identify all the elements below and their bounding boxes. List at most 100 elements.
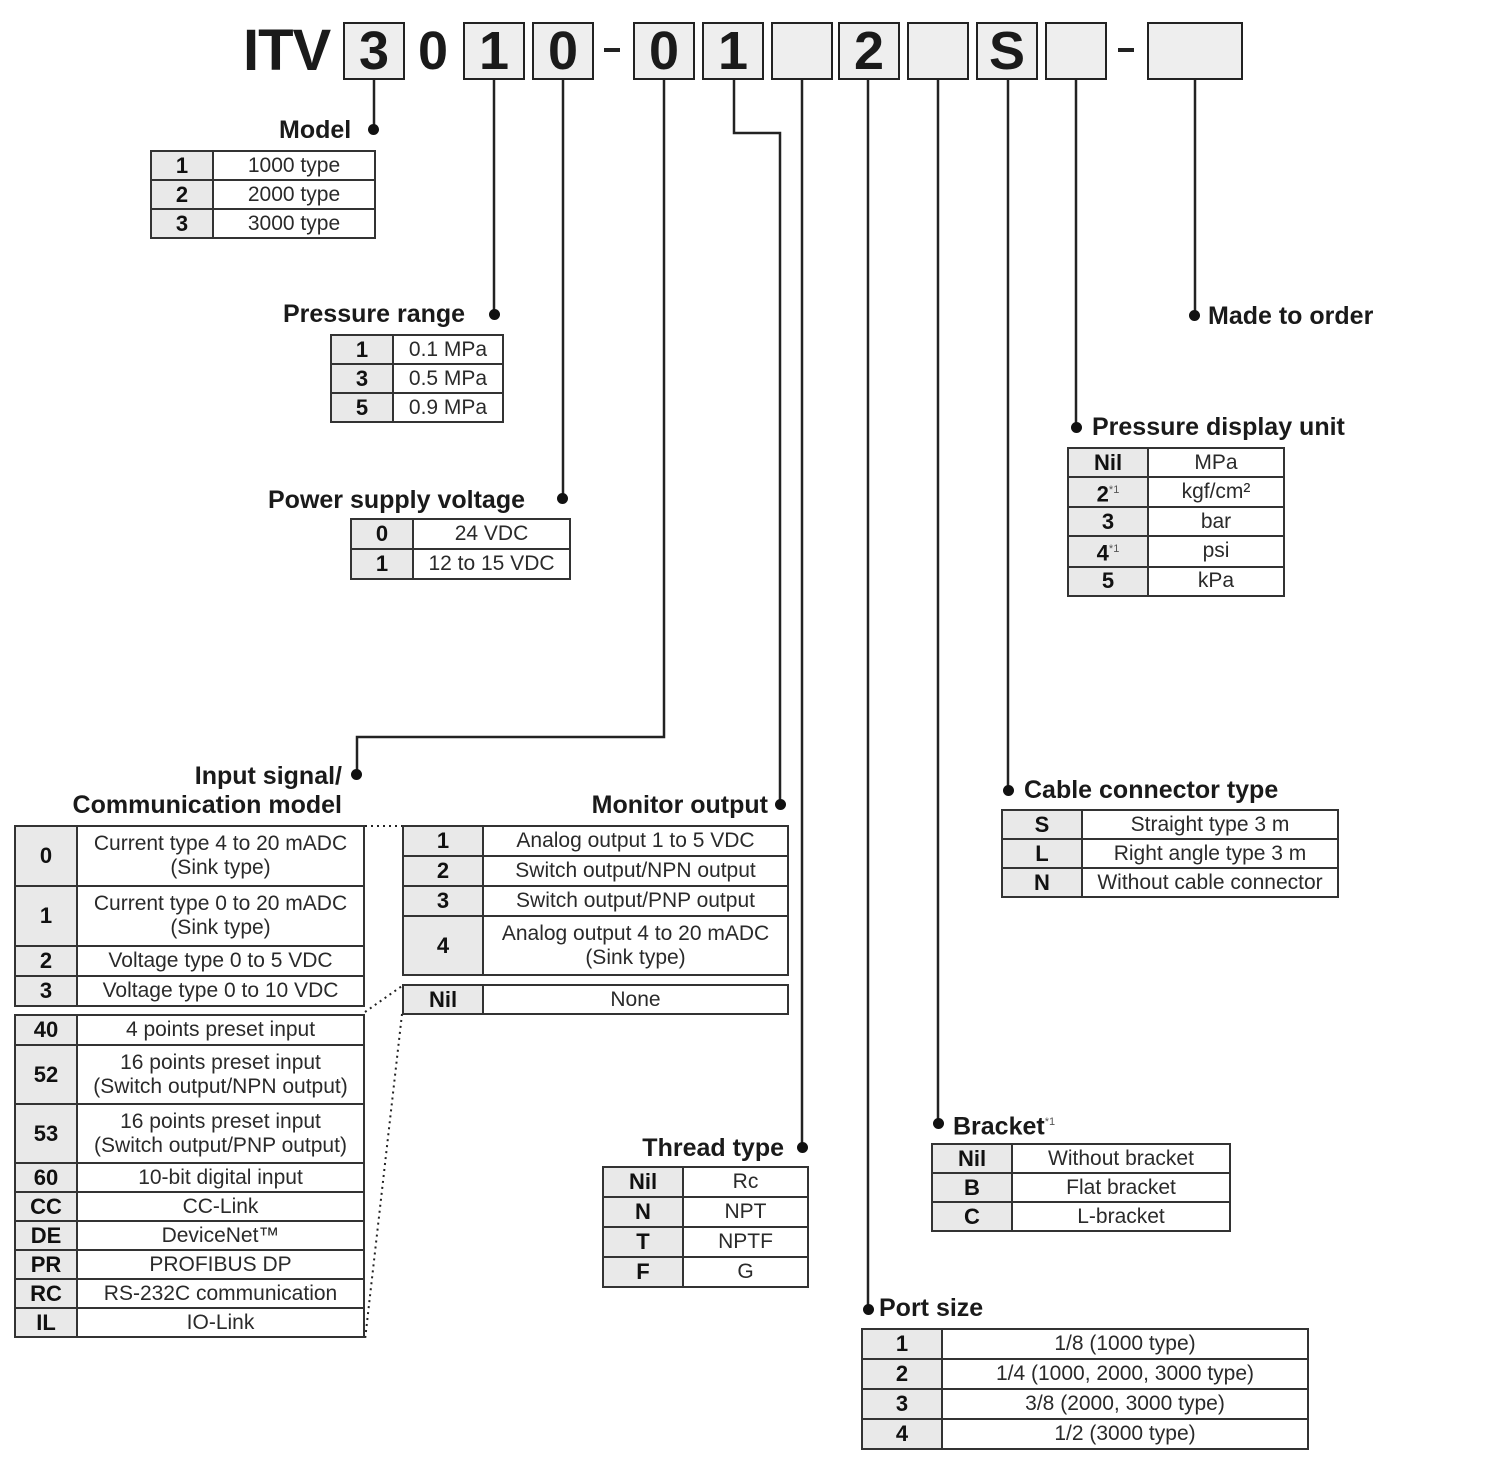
code-box-cable-connector: S	[976, 22, 1038, 80]
code-box-port-size: 2	[838, 22, 900, 80]
section-title-pressure-display: Pressure display unit	[1092, 413, 1345, 441]
footnote-mark: *1	[1108, 484, 1120, 496]
section-title-monitor-output: Monitor output	[591, 791, 768, 819]
section-title-port-size: Port size	[879, 1294, 984, 1322]
code-dash	[1118, 48, 1134, 52]
code-box-bracket	[907, 22, 969, 80]
section-title-input-signal-2: Communication model	[72, 791, 342, 819]
section-title-pressure-range: Pressure range	[283, 300, 466, 328]
connector-dot	[1189, 310, 1200, 321]
connector-dot	[351, 769, 362, 780]
connector-dot	[1003, 785, 1014, 796]
connector-dot	[489, 309, 500, 320]
code-box-thread-type	[771, 22, 833, 80]
footnote-mark: *1	[1108, 543, 1120, 556]
section-title-thread-type: Thread type	[642, 1134, 784, 1162]
connector-dot	[775, 799, 786, 810]
code-box-pressure-display	[1045, 22, 1107, 80]
code-fixed-digit: 0	[417, 21, 449, 81]
connector-dot	[933, 1118, 944, 1129]
connector-dot	[1071, 422, 1082, 433]
dotted-link-middle	[364, 985, 403, 1013]
section-title-made-to-order: Made to order	[1208, 302, 1374, 330]
section-title-bracket: Bracket*1	[953, 1112, 1056, 1141]
code-box-monitor-output: 1	[702, 22, 764, 80]
code-box-model: 3	[343, 22, 405, 80]
dotted-link-bottom	[364, 1013, 403, 1341]
code-box-made-to-order	[1147, 22, 1243, 80]
code-box-pressure-range: 1	[463, 22, 525, 80]
wire-monitor-output	[732, 80, 782, 803]
model-prefix: ITV	[243, 18, 331, 83]
wire-input-signal	[355, 80, 666, 774]
connector-dot	[797, 1142, 808, 1153]
section-title-cable-connector: Cable connector type	[1024, 776, 1279, 804]
code-box-input-signal: 0	[633, 22, 695, 80]
connector-dot	[863, 1304, 874, 1315]
connector-dot	[368, 124, 379, 135]
footnote-mark: *1	[1044, 1116, 1056, 1128]
section-title-power-supply: Power supply voltage	[268, 486, 526, 514]
code-box-power-supply: 0	[532, 22, 594, 80]
section-title-model: Model	[279, 116, 352, 144]
section-title-input-signal-1: Input signal/	[194, 762, 342, 790]
